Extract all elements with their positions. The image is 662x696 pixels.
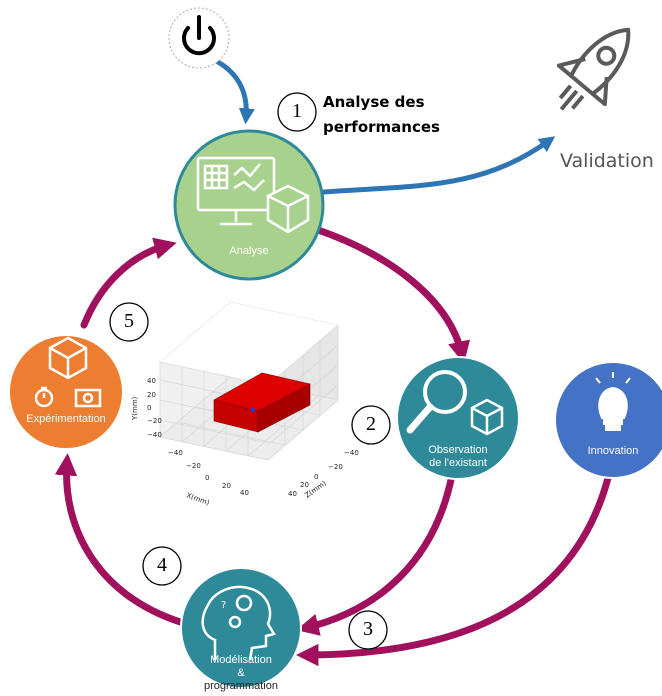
origin-marker bbox=[250, 407, 256, 413]
x-tick-label: 20 bbox=[222, 482, 231, 490]
z-tick-label: 40 bbox=[288, 490, 297, 498]
step-circle-2 bbox=[351, 405, 391, 445]
innovation-label: Innovation bbox=[587, 445, 639, 457]
step-circle-5 bbox=[109, 302, 149, 342]
head-gears-icon: ? bbox=[201, 585, 276, 661]
z-tick-label: 0 bbox=[314, 473, 318, 481]
cycle-arrows bbox=[54, 226, 612, 667]
arrow-experimentation-to-analyse bbox=[80, 237, 177, 329]
x-tick-label: −40 bbox=[168, 449, 183, 457]
observation-label: Observation de l'existant bbox=[407, 444, 509, 470]
node-observation bbox=[396, 356, 520, 480]
vertical-tick-label: 0 bbox=[147, 404, 151, 412]
x-tick-label: 0 bbox=[205, 474, 209, 482]
title-line-2: performances bbox=[323, 118, 440, 136]
node-experimentation bbox=[8, 334, 124, 450]
title-line-1: Analyse des bbox=[323, 93, 425, 111]
modelisation-label-line-1: Modélisation bbox=[210, 654, 272, 666]
svg-text:?: ? bbox=[221, 600, 226, 611]
step-2: 2 bbox=[366, 413, 376, 435]
node-analyse bbox=[173, 129, 325, 281]
lightbulb-icon bbox=[595, 372, 631, 431]
red-box bbox=[213, 372, 311, 433]
power-icon bbox=[168, 7, 230, 69]
blue-arrows bbox=[215, 59, 556, 195]
step-4: 4 bbox=[157, 554, 167, 576]
diagram-title: Analyse des performances bbox=[323, 90, 440, 140]
x-axis-label: X(mm) bbox=[185, 491, 210, 507]
step-3: 3 bbox=[363, 618, 373, 640]
x-tick-label: −20 bbox=[186, 462, 201, 470]
step-5: 5 bbox=[124, 310, 134, 332]
arrow-innovation-to-modelisation bbox=[296, 474, 612, 667]
arrow-analyse-to-observation bbox=[314, 226, 471, 364]
node-innovation bbox=[554, 361, 662, 479]
step-circle-1 bbox=[277, 92, 317, 132]
z-tick-label: −20 bbox=[328, 463, 343, 471]
observation-label-line-2: de l'existant bbox=[429, 457, 487, 469]
vertical-axis-label: Y(mm) bbox=[131, 396, 139, 421]
node-modelisation: ? bbox=[180, 567, 302, 689]
cube-timer-scale-icon bbox=[34, 336, 102, 408]
modelisation-label-line-2: & bbox=[237, 667, 245, 679]
step-1: 1 bbox=[292, 100, 302, 122]
z-tick-label: 20 bbox=[300, 481, 309, 489]
validation-label: Validation bbox=[560, 150, 654, 172]
arrow-observation-to-modelisation bbox=[296, 471, 456, 636]
monitor-cube-icon bbox=[196, 156, 310, 234]
arrow-analyse-to-validation bbox=[321, 136, 556, 195]
analyse-label: Analyse bbox=[229, 245, 269, 257]
x-tick-label: 40 bbox=[240, 489, 249, 497]
vertical-tick-label: 40 bbox=[147, 377, 156, 385]
arrow-modelisation-to-experimentation bbox=[54, 453, 194, 629]
step-circles bbox=[109, 92, 391, 650]
vertical-tick-label: −20 bbox=[147, 417, 162, 425]
plot-3d: 40200−20−40Y(mm)−40−2002040X(mm)−40−2002… bbox=[131, 301, 359, 507]
rocket-icon bbox=[556, 27, 631, 111]
step-circle-4 bbox=[142, 546, 182, 586]
modelisation-label-line-3: programmation bbox=[204, 680, 278, 692]
z-tick-label: −40 bbox=[344, 449, 359, 457]
experimentation-label: Expérimentation bbox=[26, 413, 106, 425]
step-circle-3 bbox=[348, 610, 388, 650]
modelisation-label: Modélisation & bbox=[191, 654, 291, 680]
vertical-tick-label: −40 bbox=[147, 431, 162, 439]
observation-label-line-1: Observation bbox=[428, 444, 488, 456]
magnifier-cube-icon bbox=[406, 370, 504, 436]
arrow-power-to-analyse bbox=[215, 59, 255, 125]
vertical-tick-label: 20 bbox=[147, 391, 156, 399]
